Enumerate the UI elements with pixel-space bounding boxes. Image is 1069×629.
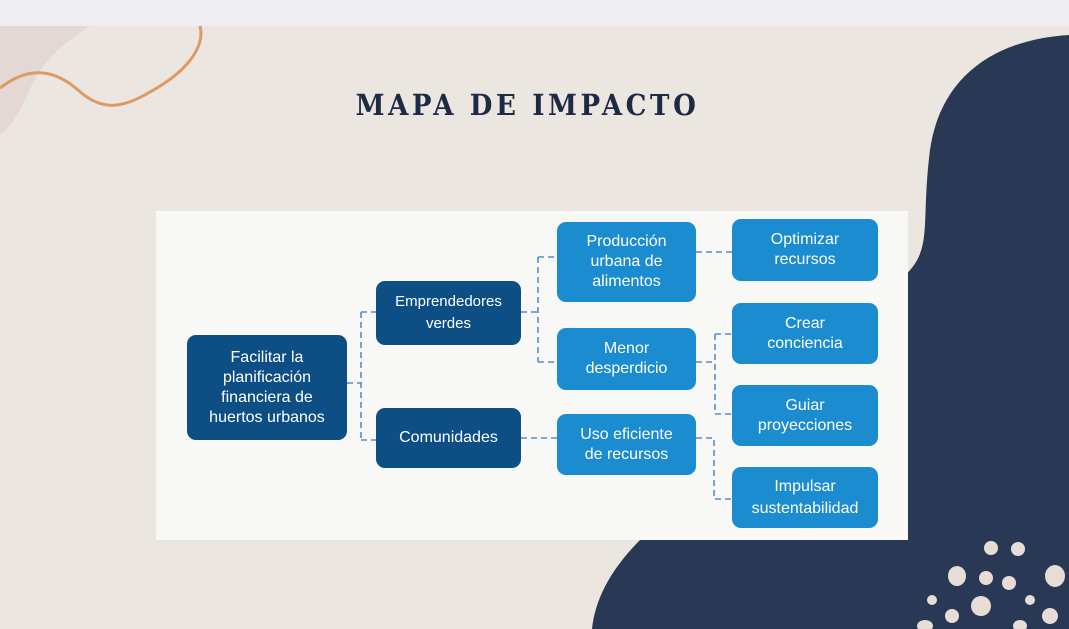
node-comunidades: Comunidades [376, 408, 521, 468]
node-produccion-urbana: Producción urbana de alimentos [557, 222, 696, 302]
node-optimizar-recursos: Optimizar recursos [732, 219, 878, 281]
connector-menor [696, 333, 732, 415]
node-guiar-proyecciones: Guiar proyecciones [732, 385, 878, 446]
connector-uso [696, 437, 732, 500]
connector-root [347, 311, 376, 441]
connector-emprendedores [521, 256, 557, 363]
node-impulsar-sustentabilidad: Impulsar sustentabilidad [732, 467, 878, 528]
node-menor-desperdicio: Menor desperdicio [557, 328, 696, 390]
root-node: Facilitar la planificación financiera de… [187, 335, 347, 440]
top-bar [0, 0, 1069, 26]
node-uso-eficiente: Uso eficiente de recursos [557, 414, 696, 475]
node-emprendedores-verdes: Emprendedores verdes [376, 281, 521, 345]
node-crear-conciencia: Crear conciencia [732, 303, 878, 364]
page-title: MAPA DE IMPACTO [355, 88, 700, 122]
